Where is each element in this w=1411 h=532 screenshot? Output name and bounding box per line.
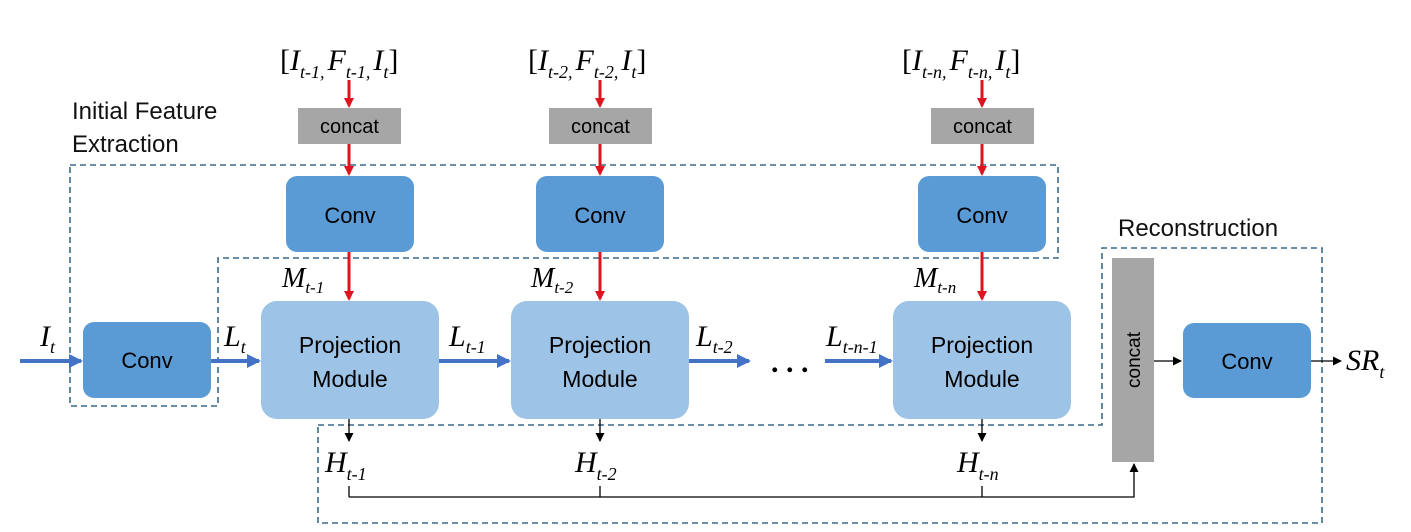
concat-label-1: concat xyxy=(320,116,379,138)
projection-module-n xyxy=(893,301,1071,419)
reconstruction-concat-block xyxy=(1112,258,1154,462)
feature-label-Ln1: Lt-n-1 xyxy=(825,320,878,357)
initial-feature-label-line1: Initial Feature xyxy=(72,98,217,125)
projection-module-1 xyxy=(261,301,439,419)
reconstruction-conv-block xyxy=(1183,323,1311,398)
hidden-collection-line xyxy=(349,463,1139,498)
reconstruction-label: Reconstruction xyxy=(1118,215,1278,242)
concat-block-n xyxy=(931,108,1034,144)
ellipsis: . . . xyxy=(771,346,809,379)
output-label: SRt xyxy=(1346,344,1385,382)
projection-module-label-2b: Module xyxy=(562,366,637,392)
concat-label-n: concat xyxy=(953,116,1012,138)
motion-label-n: Mt-n xyxy=(913,263,956,297)
concat-label-2: concat xyxy=(571,116,630,138)
reconstruction-concat-label: concat xyxy=(1124,331,1145,388)
projection-module-label-nb: Module xyxy=(944,366,1019,392)
feature-label-L0: Lt xyxy=(223,320,247,357)
initial-feature-extraction-region xyxy=(69,164,1059,407)
hidden-label-2: Ht-2 xyxy=(574,446,617,484)
motion-conv-label-2: Conv xyxy=(574,203,625,228)
motion-conv-block-n xyxy=(918,176,1046,252)
concat-block-2 xyxy=(549,108,652,144)
projection-module-label-1a: Projection xyxy=(299,332,401,358)
projection-module-label-1b: Module xyxy=(312,366,387,392)
initial-conv-block xyxy=(83,322,211,398)
input-tuple-n: [It-n,Ft-n,It] xyxy=(902,44,1020,82)
feature-label-L1: Lt-1 xyxy=(448,320,486,357)
initial-conv-label: Conv xyxy=(121,348,172,373)
motion-conv-label-1: Conv xyxy=(324,203,375,228)
feature-label-L2: Lt-2 xyxy=(695,320,733,357)
concat-block-1 xyxy=(298,108,401,144)
motion-label-1: Mt-1 xyxy=(281,263,324,297)
initial-feature-label-line2: Extraction xyxy=(72,131,179,158)
input-tuple-1: [It-1,Ft-1,It] xyxy=(280,44,398,82)
projection-module-label-na: Projection xyxy=(931,332,1033,358)
motion-label-2: Mt-2 xyxy=(530,263,574,297)
projection-module-2 xyxy=(511,301,689,419)
reconstruction-region xyxy=(317,247,1323,524)
reconstruction-conv-label: Conv xyxy=(1221,349,1272,374)
input-label: It xyxy=(39,320,56,357)
hidden-label-1: Ht-1 xyxy=(324,446,367,484)
motion-conv-label-n: Conv xyxy=(956,203,1007,228)
hidden-label-n: Ht-n xyxy=(956,446,999,484)
motion-conv-block-2 xyxy=(536,176,664,252)
input-tuple-2: [It-2,Ft-2,It] xyxy=(528,44,646,82)
projection-module-label-2a: Projection xyxy=(549,332,651,358)
motion-conv-block-1 xyxy=(286,176,414,252)
